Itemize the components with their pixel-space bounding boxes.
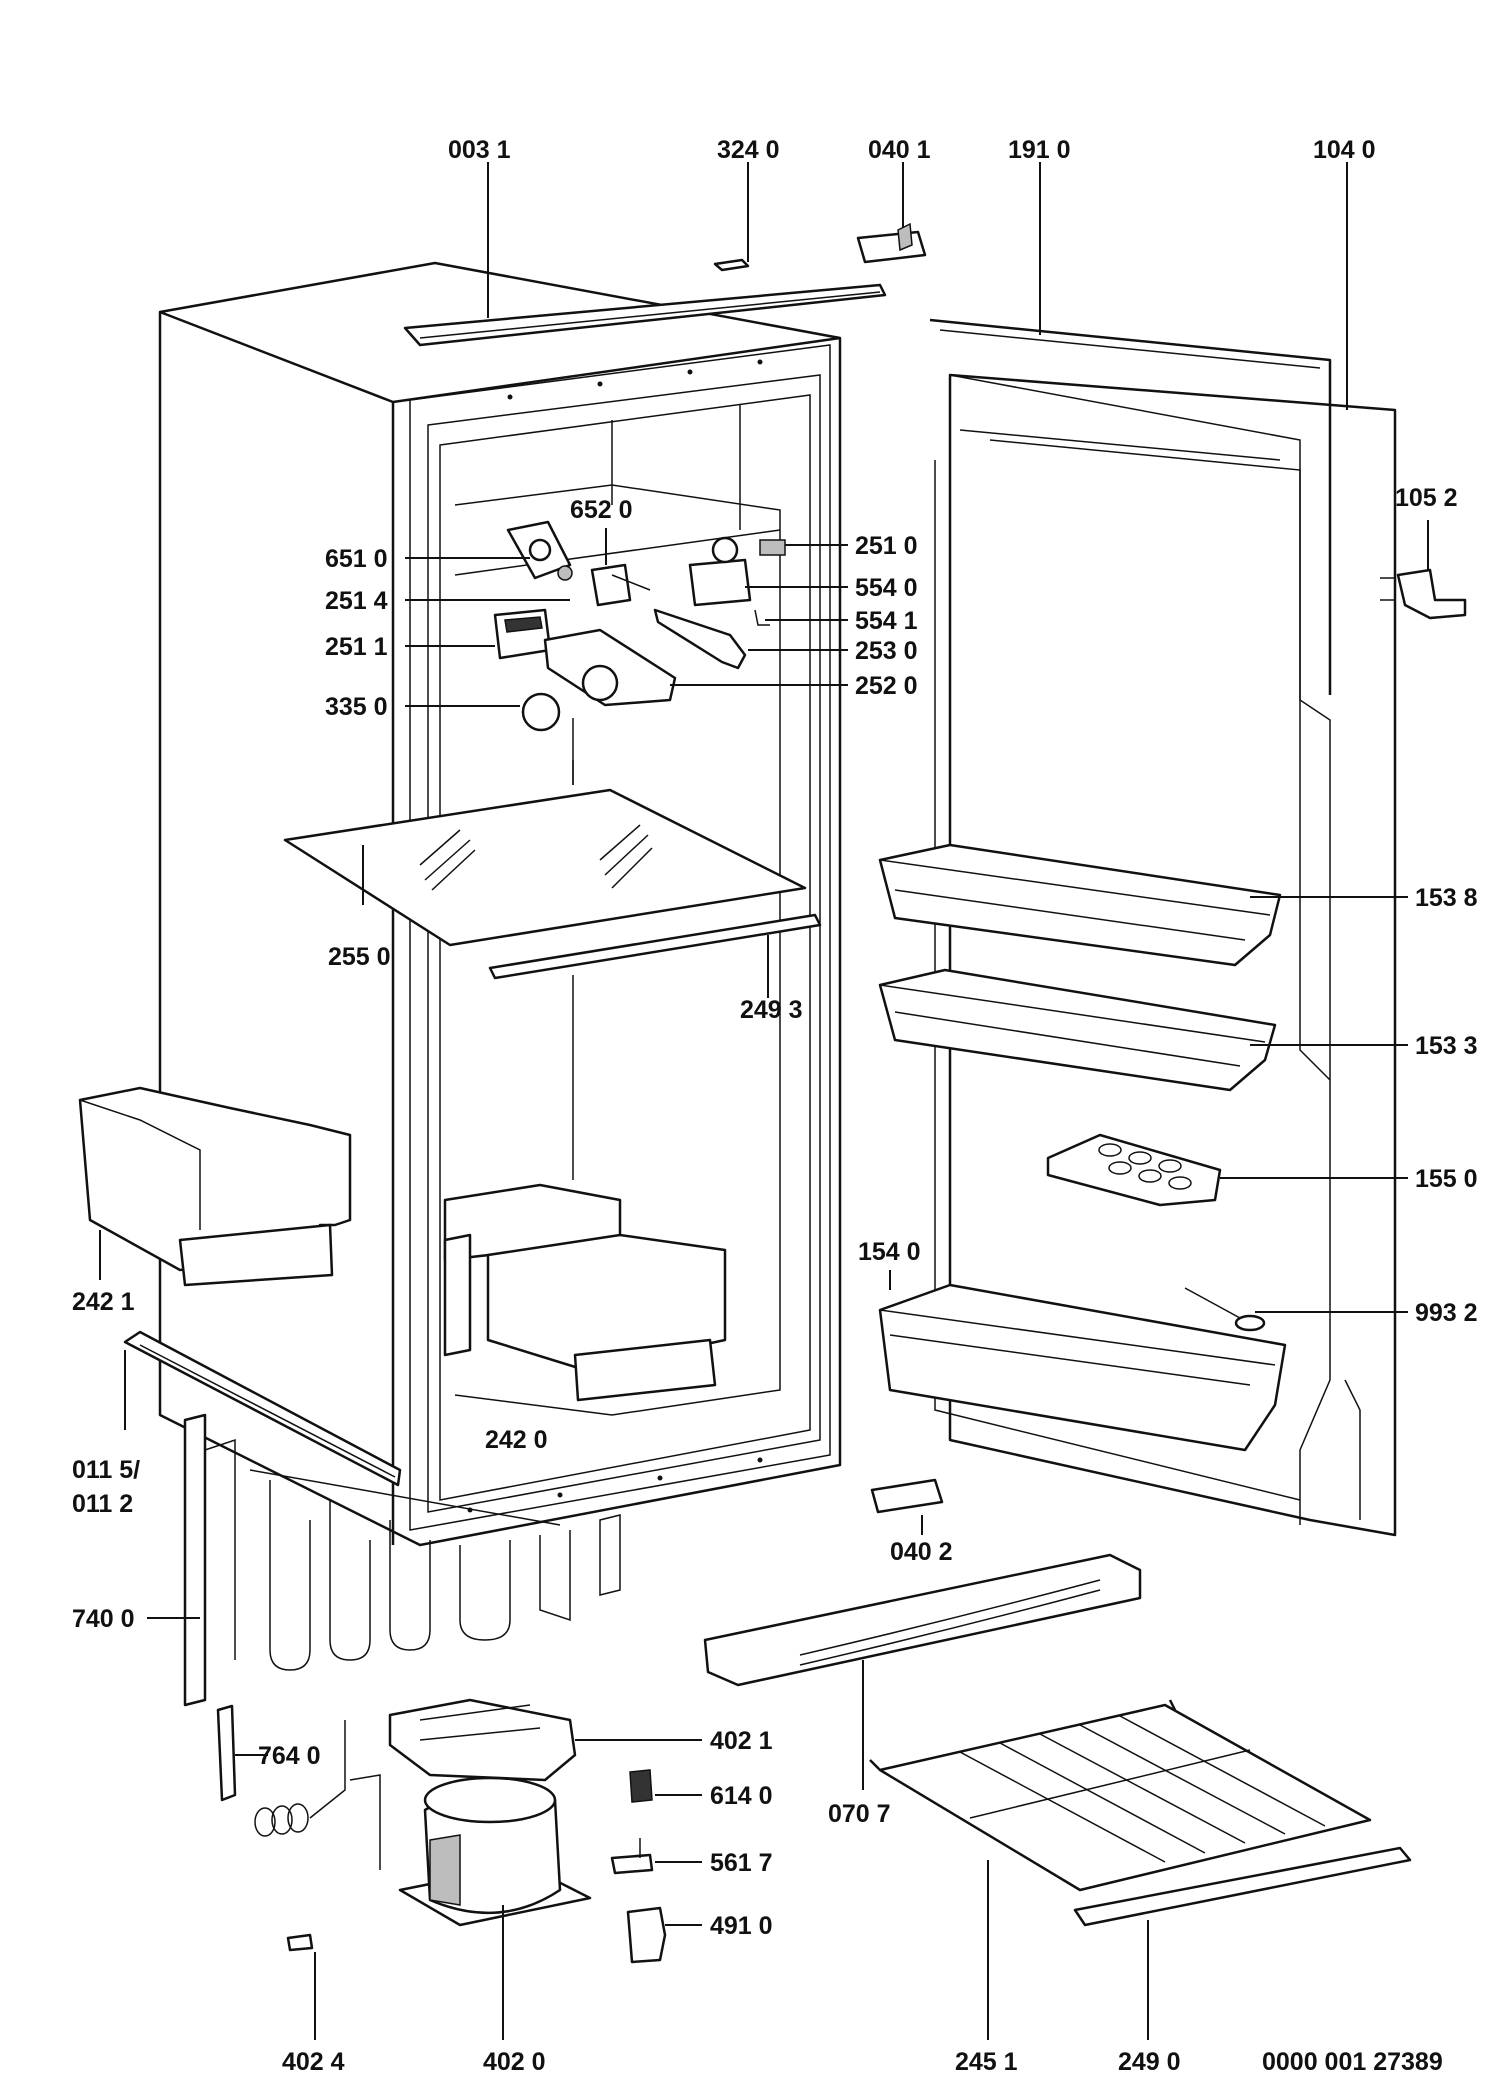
label-011-2: 011 2 xyxy=(72,1490,133,1518)
door-drawer-part xyxy=(78,1086,352,1287)
label-249-3: 249 3 xyxy=(740,996,803,1024)
label-070-7: 070 7 xyxy=(828,1800,891,1828)
label-554-0: 554 0 xyxy=(855,574,918,602)
drawing-number: 0000 001 27389 xyxy=(1262,2048,1443,2076)
hinge-bottom-part xyxy=(870,1478,944,1514)
label-255-0: 255 0 xyxy=(328,943,391,971)
bottom-front-rail-part xyxy=(123,1330,402,1487)
label-251-4: 251 4 xyxy=(325,587,388,615)
label-740-0: 740 0 xyxy=(72,1605,135,1633)
label-153-3: 153 3 xyxy=(1415,1032,1478,1060)
label-154-0: 154 0 xyxy=(858,1238,921,1266)
label-993-2: 993 2 xyxy=(1415,1299,1478,1327)
label-335-0: 335 0 xyxy=(325,693,388,721)
door-shelf-153-3 xyxy=(878,968,1277,1092)
label-251-0: 251 0 xyxy=(855,532,918,560)
label-105-2: 105 2 xyxy=(1395,484,1458,512)
leader-lines xyxy=(99,162,1429,2040)
wire-shelf-part xyxy=(869,1699,1372,1892)
label-324-0: 324 0 xyxy=(717,136,780,164)
egg-tray-part xyxy=(1046,1133,1222,1207)
label-651-0: 651 0 xyxy=(325,545,388,573)
control-unit-parts xyxy=(493,520,786,785)
hinge-right-part xyxy=(1380,568,1467,620)
label-245-1: 245 1 xyxy=(955,2048,1018,2076)
dryer-part xyxy=(216,1704,346,1837)
label-251-1: 251 1 xyxy=(325,633,388,661)
label-011-5: 011 5/ xyxy=(72,1456,140,1484)
shelf-trim-part xyxy=(488,913,822,980)
label-040-1: 040 1 xyxy=(868,136,931,164)
bottom-trim-part xyxy=(1073,1846,1412,1927)
label-249-0: 249 0 xyxy=(1118,2048,1181,2076)
ventilation-grille-part xyxy=(703,1553,1142,1687)
label-104-0: 104 0 xyxy=(1313,136,1376,164)
door-shelf-153-8 xyxy=(878,843,1282,967)
label-242-1: 242 1 xyxy=(72,1288,135,1316)
label-191-0: 191 0 xyxy=(1008,136,1071,164)
label-155-0: 155 0 xyxy=(1415,1165,1478,1193)
sensor-part xyxy=(1184,1287,1266,1332)
label-242-0: 242 0 xyxy=(485,1426,548,1454)
label-561-7: 561 7 xyxy=(710,1849,773,1877)
door-shelf-154-0 xyxy=(878,1283,1287,1452)
crisper-drawer-part xyxy=(443,1183,727,1402)
label-402-1: 402 1 xyxy=(710,1727,773,1755)
label-491-0: 491 0 xyxy=(710,1912,773,1940)
compressor-part xyxy=(349,1698,592,1927)
label-153-8: 153 8 xyxy=(1415,884,1478,912)
label-652-0: 652 0 xyxy=(570,496,633,524)
label-253-0: 253 0 xyxy=(855,637,918,665)
condenser-part xyxy=(183,1413,621,1707)
small-parts xyxy=(286,1769,667,1964)
part-labels: 003 1 324 0 040 1 191 0 104 0 105 2 651 … xyxy=(72,136,1478,2076)
label-003-1: 003 1 xyxy=(448,136,511,164)
label-554-1: 554 1 xyxy=(855,607,918,635)
label-040-2: 040 2 xyxy=(890,1538,953,1566)
glass-shelf-part xyxy=(283,788,807,947)
label-764-0: 764 0 xyxy=(258,1742,321,1770)
label-252-0: 252 0 xyxy=(855,672,918,700)
label-402-4: 402 4 xyxy=(282,2048,345,2076)
label-614-0: 614 0 xyxy=(710,1782,773,1810)
top-rail-part xyxy=(403,258,887,347)
label-402-0: 402 0 xyxy=(483,2048,546,2076)
hinge-top-part xyxy=(856,222,927,264)
